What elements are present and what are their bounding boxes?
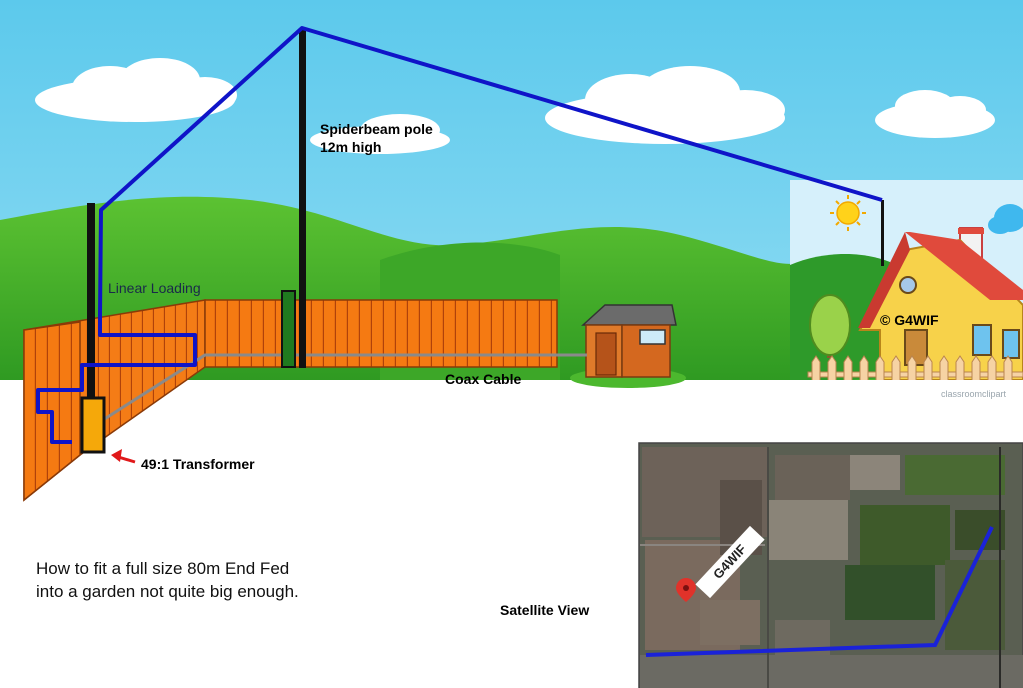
caption: How to fit a full size 80m End Fed into … (36, 557, 299, 603)
clipart-credit: classroomclipart (941, 389, 1007, 399)
copyright-label: © G4WIF (880, 312, 939, 328)
arrow-icon (111, 449, 136, 464)
house-pole (881, 200, 884, 266)
pole-label-line1: Spiderbeam pole (320, 121, 433, 137)
left-pole (87, 203, 95, 453)
fence-back-panel (204, 299, 558, 368)
tree-icon (809, 294, 851, 358)
satellite-map (638, 442, 1023, 688)
spiderbeam-pole (299, 28, 306, 368)
location-pin-icon (676, 578, 696, 602)
transformer-label: 49:1 Transformer (141, 456, 255, 472)
transformer-box (80, 396, 106, 454)
sun-icon (830, 195, 866, 231)
satellite-antenna-wire (645, 526, 994, 657)
house-icon (858, 227, 1023, 381)
coax-cable (94, 353, 587, 427)
antenna-wire (36, 26, 883, 444)
pole-label-line2: 12m high (320, 139, 382, 155)
cloud (545, 66, 785, 144)
shed-icon (570, 304, 686, 388)
cloud-icon (988, 204, 1023, 234)
cloud (35, 58, 237, 122)
caption-line1: How to fit a full size 80m End Fed (36, 559, 290, 578)
cloud (875, 90, 995, 138)
pole-base-sleeve (281, 290, 296, 368)
satellite-view-label: Satellite View (500, 602, 590, 618)
caption-line2: into a garden not quite big enough. (36, 582, 299, 601)
linear-loading-label: Linear Loading (108, 280, 201, 296)
coax-cable-label: Coax Cable (445, 371, 522, 387)
cloud (310, 114, 450, 154)
spiderbeam-pole-label: Spiderbeam pole 12m high (320, 120, 433, 156)
